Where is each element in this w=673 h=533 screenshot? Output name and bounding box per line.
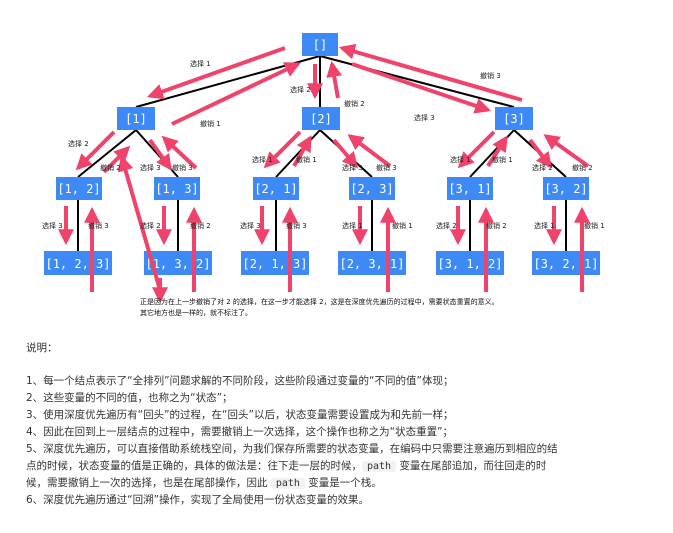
explanation-item-5-line-3: 候，需要撤销上一次的选择，也是在尾部操作，因此 path 变量是一个栈。 xyxy=(26,475,656,492)
annotation-note-line-2: 其它地方也是一样的，就不标注了。 xyxy=(140,308,252,317)
node-2-1-label: [2, 1] xyxy=(254,182,297,196)
transition-arrows xyxy=(58,43,590,292)
label-choose-2-21: 选择 1 xyxy=(252,155,273,164)
node-1-3: [1, 3] xyxy=(154,177,200,200)
label-undo-1-root: 撤销 1 xyxy=(200,119,221,128)
node-3-1-2-label: [3, 1, 2] xyxy=(437,257,502,271)
label-choose-3-31: 选择 1 xyxy=(450,155,471,164)
node-1: [1] xyxy=(117,107,155,130)
arrow-undo-13-1 xyxy=(161,135,198,170)
explanation-item-3: 3、使用深度优先遍历有“回头”的过程，在“回头”以后，状态变量需要设置成为和先前… xyxy=(26,409,454,421)
arrow-choose-1-13 xyxy=(148,138,172,171)
label-undo-13-1: 撤销 3 xyxy=(172,163,193,172)
label-choose-1-12: 选择 2 xyxy=(68,139,89,148)
node-1-2-3: [1, 2, 3] xyxy=(44,251,112,275)
explanation-item-4: 4、因此在回到上一层结点的过程中，需要撤销上一次选择，这个操作也称之为“状态重置… xyxy=(26,426,454,438)
label-choose-root-2: 选择 2 xyxy=(290,85,311,94)
arrow-undo-3-root xyxy=(338,43,523,102)
label-choose-12-123: 选择 3 xyxy=(42,221,63,230)
label-undo-23-2: 撤销 3 xyxy=(376,163,397,172)
annotation-note-line-1: 正是因为在上一步撤销了对 2 的选择，在这一步才能选择 2，这是在深度优先遍历的… xyxy=(140,297,499,306)
arrow-undo-2-root xyxy=(326,60,343,99)
explanation-item-5-line-3-post: 变量是一个栈。 xyxy=(308,477,382,489)
node-3-label: [3] xyxy=(503,112,525,126)
node-3-1-2: [3, 1, 2] xyxy=(436,251,504,275)
explanation-item-1: 1、每一个结点表示了“全排列”问题求解的不同阶段，这些阶段通过变量的“不同的值”… xyxy=(26,375,454,387)
explanation-title: 说明： xyxy=(26,342,58,354)
node-2-3: [2, 3] xyxy=(349,177,395,200)
node-3-1-label: [3, 1] xyxy=(448,182,491,196)
node-2-1: [2, 1] xyxy=(253,177,299,200)
label-choose-21-213: 选择 3 xyxy=(240,221,261,230)
label-choose-2-23: 选择 3 xyxy=(342,163,363,172)
node-1-label: [1] xyxy=(125,112,147,126)
arrow-choose-2-23 xyxy=(332,138,359,169)
explanation-item-5-line-1: 5、深度优先遍历，可以直接借助系统栈空间，为我们保存所需要的状态变量，在编码中只… xyxy=(26,443,558,455)
node-2: [2] xyxy=(302,107,340,130)
label-choose-3-32: 选择 2 xyxy=(532,163,553,172)
path-code: path xyxy=(362,461,397,472)
explanation-item-2: 2、这些变量的不同的值，也称之为“状态”； xyxy=(26,392,233,404)
label-undo-32-3: 撤销 2 xyxy=(572,163,593,172)
label-undo-21-2: 撤销 1 xyxy=(296,155,317,164)
arrow-annotation xyxy=(117,154,162,291)
arrow-choose-root-1 xyxy=(146,46,286,100)
label-choose-31-312: 选择 2 xyxy=(436,221,457,230)
arrow-undo-23-2 xyxy=(347,134,392,168)
node-3-2-1-label: [3, 2, 1] xyxy=(533,257,598,271)
label-undo-2-root: 撤销 2 xyxy=(344,99,365,108)
path-code: path xyxy=(270,478,305,489)
arrow-undo-31-3 xyxy=(486,135,508,168)
explanation-item-5-line-2-pre: 点的时候，状态变量的值是正确的，具体的做法是：往下走一层的时候， xyxy=(26,460,362,472)
explanation-item-6: 6、深度优先遍历通过“回溯”操作，实现了全局使用一份状态变量的效果。 xyxy=(26,494,370,506)
node-3-1: [3, 1] xyxy=(447,177,493,200)
node-1-3-label: [1, 3] xyxy=(155,182,198,196)
arrow-undo-12-1 xyxy=(102,145,131,174)
node-1-2-label: [1, 2] xyxy=(57,182,100,196)
arrow-choose-root-3 xyxy=(351,62,492,114)
explanation-item-5-line-3-pre: 候，需要撤销上一次的选择，也是在尾部操作，因此 xyxy=(26,477,268,489)
node-2-label: [2] xyxy=(310,112,332,126)
arrow-undo-32-3 xyxy=(543,134,590,168)
node-root-label: [] xyxy=(313,38,327,52)
arrow-choose-1-12 xyxy=(75,130,116,171)
node-3-2: [3, 2] xyxy=(543,177,589,200)
label-undo-312-31: 撤销 2 xyxy=(486,221,507,230)
label-choose-1-13: 选择 3 xyxy=(140,163,161,172)
label-choose-32-321: 选择 1 xyxy=(534,221,555,230)
node-2-3-1-label: [2, 3, 1] xyxy=(339,257,404,271)
arrow-undo-1-root xyxy=(171,62,301,126)
label-undo-31-3: 撤销 1 xyxy=(492,155,513,164)
node-3-2-label: [3, 2] xyxy=(544,182,587,196)
node-2-1-3: [2, 1, 3] xyxy=(241,251,309,275)
explanation-section: 说明： 1、每一个结点表示了“全排列”问题求解的不同阶段，这些阶段通过变量的“不… xyxy=(26,340,656,509)
node-1-2: [1, 2] xyxy=(56,177,102,200)
arrow-undo-21-2 xyxy=(292,135,312,167)
explanation-item-5-line-2-post: 变量在尾部追加，而往回走的时 xyxy=(399,460,547,472)
label-choose-root-1: 选择 1 xyxy=(190,59,211,68)
label-choose-23-231: 选择 1 xyxy=(342,221,363,230)
label-undo-231-23: 撤销 1 xyxy=(392,221,413,230)
label-undo-12-1: 撤销 2 xyxy=(100,163,121,172)
label-undo-213-21: 撤销 3 xyxy=(286,221,307,230)
node-2-3-label: [2, 3] xyxy=(350,182,393,196)
explanation-item-5-line-2: 点的时候，状态变量的值是正确的，具体的做法是：往下走一层的时候，path 变量在… xyxy=(26,458,656,475)
permutation-tree-diagram: [] [1] [2] [3] [1, 2] [1, 3] [2, 1] [2, … xyxy=(42,33,605,317)
arrow-choose-3-31 xyxy=(457,130,496,169)
label-undo-321-32: 撤销 1 xyxy=(584,221,605,230)
label-undo-3-root: 撤销 3 xyxy=(480,71,501,80)
label-choose-root-3: 选择 3 xyxy=(414,113,435,122)
label-choose-13-132: 选择 2 xyxy=(140,221,161,230)
node-3: [3] xyxy=(495,107,533,130)
arrow-choose-2-21 xyxy=(263,130,302,169)
label-undo-132-13: 撤销 2 xyxy=(190,221,211,230)
node-2-3-1: [2, 3, 1] xyxy=(338,251,406,275)
node-2-1-3-label: [2, 1, 3] xyxy=(242,257,307,271)
label-undo-123-12: 撤销 3 xyxy=(88,221,109,230)
node-1-2-3-label: [1, 2, 3] xyxy=(45,257,110,271)
edge-labels: 选择 1 撤销 1 选择 2 撤销 2 选择 3 撤销 3 选择 2 撤销 2 … xyxy=(42,59,605,230)
node-3-2-1: [3, 2, 1] xyxy=(532,251,600,275)
arrow-choose-3-32 xyxy=(528,138,552,169)
node-root: [] xyxy=(302,33,338,56)
